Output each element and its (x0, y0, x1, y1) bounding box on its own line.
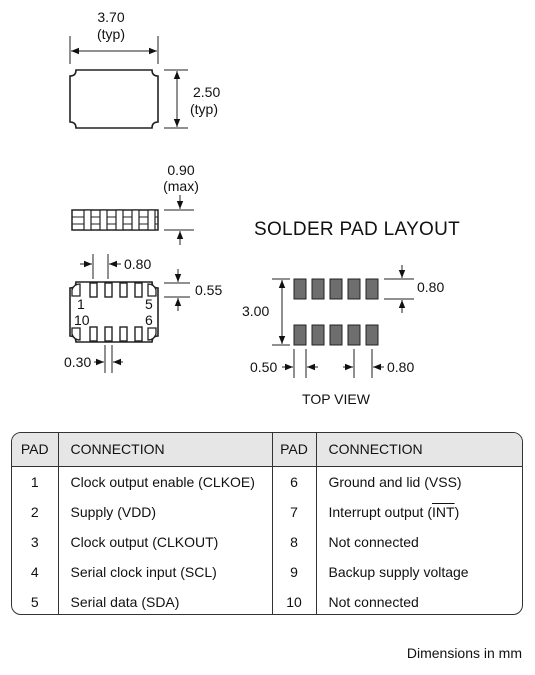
header-connection-left: CONNECTION (58, 433, 273, 467)
solder-pad-layout-title: SOLDER PAD LAYOUT (254, 219, 460, 240)
bottom-view-package: 1 10 5 6 0.80 0.55 0.30 (64, 254, 222, 373)
table-row: 3 Clock output (CLKOUT) 8 Not connected (12, 526, 522, 556)
bottom-pad-height-value: 0.55 (195, 282, 222, 298)
connection-suffix: ) (454, 504, 460, 520)
solder-pitch-value: 0.80 (387, 359, 414, 375)
pad-number: 6 (272, 466, 317, 496)
width-note: (typ) (97, 26, 125, 42)
side-view-package: 0.90 (max) (71, 162, 199, 245)
pad-number: 9 (272, 556, 317, 586)
active-low-signal: INT (432, 504, 455, 520)
height-value: 2.50 (193, 84, 220, 100)
table-row: 1 Clock output enable (CLKOE) 6 Ground a… (12, 466, 522, 496)
bottom-pad (119, 326, 128, 342)
solder-pad-width-value: 0.50 (250, 359, 277, 375)
bottom-pad (119, 282, 128, 298)
table-row: 4 Serial clock input (SCL) 9 Backup supp… (12, 556, 522, 586)
pad-number: 1 (12, 466, 59, 496)
header-pad-right: PAD (272, 433, 317, 467)
top-view-package: 3.70 (typ) 2.50 (typ) (69, 9, 220, 129)
pin-label-1: 1 (77, 296, 85, 312)
pad-number: 4 (12, 556, 59, 586)
corner-pad (147, 283, 157, 297)
units-footnote: Dimensions in mm (406, 645, 522, 661)
table-row: 5 Serial data (SDA) 10 Not connected (12, 586, 522, 614)
solder-pad-length-value: 0.80 (417, 279, 444, 295)
side-pad (147, 209, 156, 231)
solder-pad (365, 324, 379, 346)
side-pad (131, 209, 140, 231)
pad-connection: Not connected (328, 594, 419, 610)
pad-connection: Serial data (SDA) (58, 586, 273, 614)
side-pad (99, 209, 108, 231)
width-value: 3.70 (97, 9, 124, 25)
side-pad (115, 209, 124, 231)
solder-row-spacing-value: 3.00 (242, 303, 269, 319)
bottom-pad (104, 282, 113, 298)
pad-connection: Backup supply voltage (328, 564, 469, 580)
top-view-label: TOP VIEW (302, 391, 371, 407)
solder-pad (311, 278, 325, 300)
corner-pad (71, 283, 81, 297)
pad-connection: Clock output enable (CLKOE) (58, 466, 273, 496)
side-height-value: 0.90 (167, 162, 194, 178)
header-pad-left: PAD (12, 433, 59, 467)
pad-number: 5 (12, 586, 59, 614)
bottom-pad (134, 326, 143, 342)
corner-pad (147, 327, 157, 341)
bottom-pad (89, 326, 98, 342)
side-height-note: (max) (163, 178, 199, 194)
corner-pad (71, 327, 81, 341)
connection-prefix: Interrupt output ( (328, 504, 433, 520)
package-outline (69, 69, 159, 129)
pad-number: 2 (12, 496, 59, 526)
pin-connection-table: PAD CONNECTION PAD CONNECTION 1 Clock ou… (11, 432, 523, 615)
solder-pad (365, 278, 379, 300)
pad-number: 8 (272, 526, 317, 556)
height-note: (typ) (190, 101, 218, 117)
pad-connection: Ground and lid (VSS) (328, 474, 462, 491)
solder-pad (293, 324, 307, 346)
solder-pad (329, 278, 343, 300)
header-connection-right: CONNECTION (316, 433, 522, 467)
solder-pad (293, 278, 307, 300)
pad-number: 3 (12, 526, 59, 556)
table-row: 2 Supply (VDD) 7 Interrupt output (INT) (12, 496, 522, 526)
pad-connection: Supply (VDD) (58, 496, 273, 526)
pin-label-10: 10 (74, 312, 90, 328)
bottom-pad (89, 282, 98, 298)
bottom-pad-width-value: 0.30 (64, 354, 91, 370)
solder-pad (347, 278, 361, 300)
side-pad (83, 209, 92, 231)
bottom-pitch-value: 0.80 (124, 256, 151, 272)
table-header-row: PAD CONNECTION PAD CONNECTION (12, 433, 522, 467)
package-drawing: 3.70 (typ) 2.50 (typ) 0.90 (max) (64, 9, 460, 407)
pad-connection: Interrupt output (INT) (316, 496, 522, 526)
pin-table: PAD CONNECTION PAD CONNECTION 1 Clock ou… (12, 433, 522, 614)
solder-pad (311, 324, 325, 346)
solder-pad (347, 324, 361, 346)
pin-label-6: 6 (145, 312, 153, 328)
solder-pad-layout: SOLDER PAD LAYOUT 0.80 3.00 0.50 0.80 (242, 219, 460, 407)
bottom-pad (134, 282, 143, 298)
pad-connection: Not connected (328, 534, 419, 550)
pad-connection: Clock output (CLKOUT) (58, 526, 273, 556)
pad-number: 7 (272, 496, 317, 526)
pad-number: 10 (272, 586, 317, 614)
pad-connection: Serial clock input (SCL) (58, 556, 273, 586)
solder-pad (329, 324, 343, 346)
bottom-pad (104, 326, 113, 342)
pin-label-5: 5 (145, 296, 153, 312)
